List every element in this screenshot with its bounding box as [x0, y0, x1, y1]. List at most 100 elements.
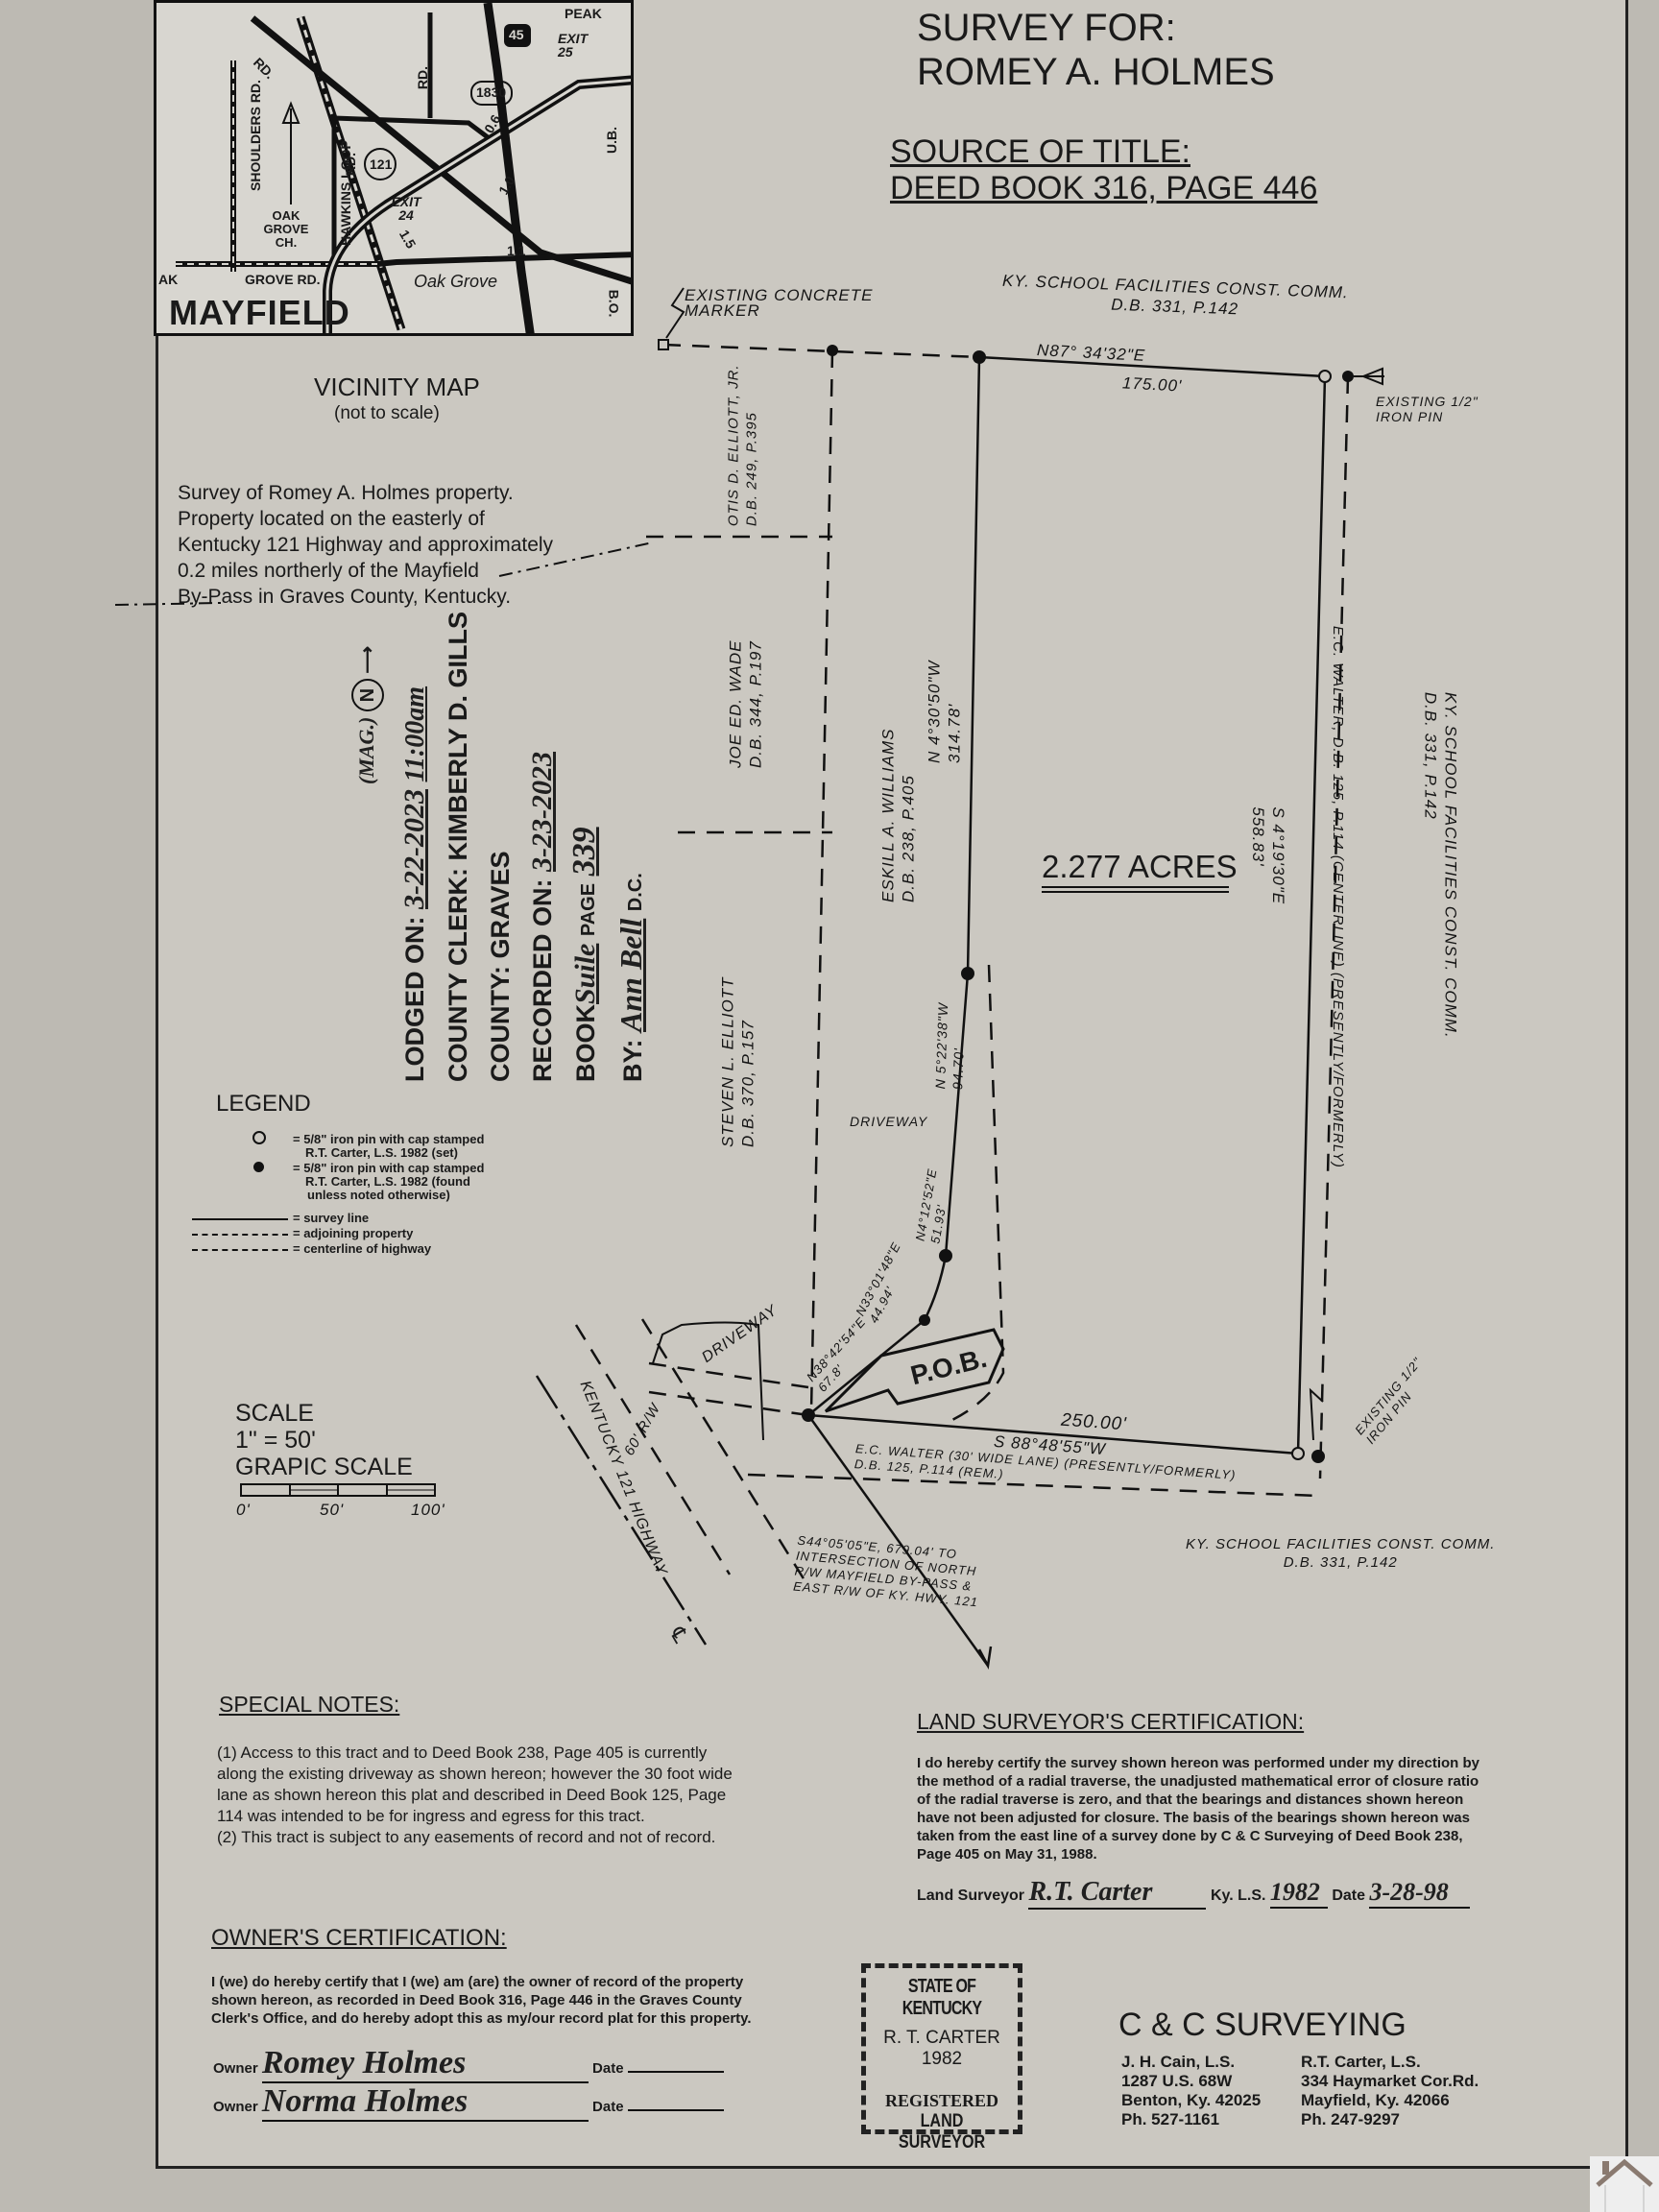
cert-line: of the radial traverse is zero, and that…: [917, 1791, 1464, 1808]
seal-state: STATE OF KENTUCKY: [902, 1976, 982, 2019]
adjoiner-deed: D.B. 238, P.405: [899, 775, 918, 902]
dc-label: D.C.: [625, 873, 646, 912]
company-office-2: R.T. Carter, L.S. 334 Haymarket Cor.Rd. …: [1301, 2053, 1479, 2129]
recording-stamp: (MAG.) N ⟶ LODGED ON: 3-22-2023 11:00am …: [351, 602, 672, 1083]
adjoining-line-legend-icon: [192, 1234, 288, 1236]
vicinity-map-roads: [176, 3, 631, 333]
lodged-label: LODGED ON:: [400, 916, 429, 1083]
legend-title: LEGEND: [216, 1091, 311, 1117]
route-1830-oval: [470, 81, 513, 106]
description-line: 0.2 miles northerly of the Mayfield: [178, 560, 479, 582]
owner-2-date-field: [627, 2109, 724, 2111]
route-45-shield: [504, 24, 531, 47]
scale-block: SCALE 1" = 50' GRAPIC SCALE: [235, 1400, 413, 1480]
recorded-on: RECORDED ON: 3-23-2023: [521, 602, 564, 1082]
map-route-45-label: 45: [509, 27, 524, 42]
legend-item: = survey line: [293, 1211, 370, 1225]
vicinity-map-subtitle: (not to scale): [334, 403, 440, 423]
legend-item: = centerline of highway: [293, 1241, 432, 1256]
map-oak-grove-church-label: OAK GROVE CH.: [263, 208, 309, 250]
scale-ratio: 1" = 50': [235, 1427, 316, 1454]
west-distance: 314.78': [945, 703, 964, 763]
map-rd-label: RD.: [415, 65, 431, 90]
cert-line: have not been adjusted for closure. The …: [917, 1810, 1470, 1826]
description-line: Property located on the easterly of: [178, 508, 485, 530]
map-mileage-label: 1.1: [507, 243, 526, 258]
page-label: PAGE: [578, 882, 599, 937]
map-route-1830-label: 1830: [476, 84, 507, 100]
cert-date: 3-28-98: [1369, 1878, 1471, 1909]
segment-distance: 94.70': [949, 1046, 967, 1091]
adjoiner-name: Ky. School Facilities Const. Comm.: [1186, 1536, 1496, 1552]
legend-item: = 5/8" iron pin with cap stamped: [293, 1132, 485, 1146]
concrete-marker-label: Existing Concrete Marker: [685, 286, 874, 320]
date-label: Date: [592, 2060, 624, 2077]
east-distance: 558.83': [1248, 806, 1267, 867]
office-line: Ph. 247-9297: [1301, 2110, 1401, 2128]
north-arrow-head: [281, 101, 301, 124]
cert-line: I do hereby certify the survey shown her…: [917, 1755, 1479, 1771]
scale-tick: 50': [320, 1501, 345, 1519]
special-notes-title: SPECIAL NOTES:: [219, 1692, 400, 1717]
house-icon: [1596, 2158, 1653, 2212]
route-121-circle: [364, 148, 397, 180]
lodged-date: 3-22-2023: [398, 789, 430, 909]
date-label: Date: [592, 2099, 624, 2115]
recorded-by: BY: Ann Bell D.C.: [610, 602, 657, 1082]
map-shoulders-rd-label: SHOULDERS RD.: [247, 80, 263, 191]
scale-tick: 100': [411, 1501, 445, 1519]
date-label: Date: [1332, 1887, 1366, 1904]
note-line: 114 was intended to be for ingress and e…: [217, 1807, 645, 1825]
book-label: BOOK: [571, 1004, 600, 1082]
seal-registered: REGISTERED: [884, 2091, 999, 2110]
connector-road: [333, 115, 490, 139]
note-line: along the existing driveway as shown her…: [217, 1765, 733, 1783]
adjoiner-deed: D.B. 331, P.142: [1283, 1553, 1398, 1571]
south-adjoiner: Ky. School Facilities Const. Comm. D.B. …: [1186, 1536, 1495, 1573]
north-icon: N: [351, 679, 384, 712]
ne-iron-pin-label: Existing 1/2" Iron Pin: [1376, 394, 1479, 424]
book-page: BOOKSuile PAGE 339: [564, 602, 610, 1082]
by-label: BY:: [618, 1039, 647, 1083]
special-notes: (1) Access to this tract and to Deed Boo…: [217, 1743, 733, 1848]
note-line: lane as shown hereon this plat and descr…: [217, 1786, 727, 1804]
county: COUNTY: GRAVES: [486, 851, 515, 1082]
company-name: C & C SURVEYING: [1118, 2007, 1407, 2043]
office-line: Ph. 527-1161: [1121, 2110, 1220, 2128]
segment-1-course: N 5°22'38"W 94.70': [932, 1002, 969, 1091]
vicinity-map: MAYFIELD GROVE RD. AK SHOULDERS RD. HAWK…: [154, 0, 634, 336]
map-exit-24-label: EXIT 24: [391, 194, 421, 223]
east-bearing: S 4°19'30"E: [1269, 806, 1288, 905]
east-strip-adjoiner: E.C. Walter, D.B. 125, P.114 (Centerline…: [1329, 625, 1346, 1168]
owner-signature-row: Owner Norma Holmes Date: [213, 2083, 724, 2122]
map-grove-rd-label: GROVE RD.: [245, 272, 321, 287]
adjoiner-name: Eskill A. Williams: [878, 728, 898, 902]
office-line: R.T. Carter, L.S.: [1301, 2053, 1421, 2071]
owner-label: Owner: [213, 2099, 258, 2115]
found-pin-legend-icon: [253, 1162, 264, 1172]
ls-number: 1982: [1269, 1878, 1328, 1909]
acreage-label: 2.277 ACRES: [1042, 849, 1238, 884]
adjoiner-deed: D.B. 249, P.395: [743, 412, 760, 527]
steven-elliott-adjoiner: Steven L. Elliott D.B. 370, P.157: [718, 976, 759, 1147]
ls-label: Ky. L.S.: [1210, 1887, 1266, 1904]
note-line: (1) Access to this tract and to Deed Boo…: [217, 1743, 708, 1762]
map-route-121-label: 121: [370, 156, 393, 172]
owner-cert-body: I (we) do hereby certify that I (we) am …: [211, 1973, 752, 2028]
mag-label: (MAG.): [354, 716, 378, 784]
cert-line: Page 405 on May 31, 1988.: [917, 1846, 1097, 1863]
by-signature: Ann Bell: [613, 918, 648, 1032]
west-course: N 4°30'50"W 314.78': [924, 661, 965, 763]
map-bo-label: B.O.: [606, 289, 622, 318]
set-pin-legend-icon: [252, 1131, 266, 1144]
east-course: S 4°19'30"E 558.83': [1248, 806, 1289, 904]
map-peak-label: PEAK: [565, 6, 602, 21]
county-clerk: COUNTY CLERK: KIMBERLY D. GILLS: [444, 611, 472, 1082]
surveyor-label: Land Surveyor: [917, 1887, 1025, 1904]
office-line: Mayfield, Ky. 42066: [1301, 2091, 1450, 2109]
graphic-scale-label: GRAPIC SCALE: [235, 1454, 413, 1480]
office-line: 1287 U.S. 68W: [1121, 2072, 1233, 2090]
east-adjoiner: Ky. School Facilities Const. Comm. D.B. …: [1420, 692, 1461, 1039]
graphic-scale-bar: [240, 1483, 436, 1497]
cert-line: I (we) do hereby certify that I (we) am …: [211, 1974, 744, 1990]
